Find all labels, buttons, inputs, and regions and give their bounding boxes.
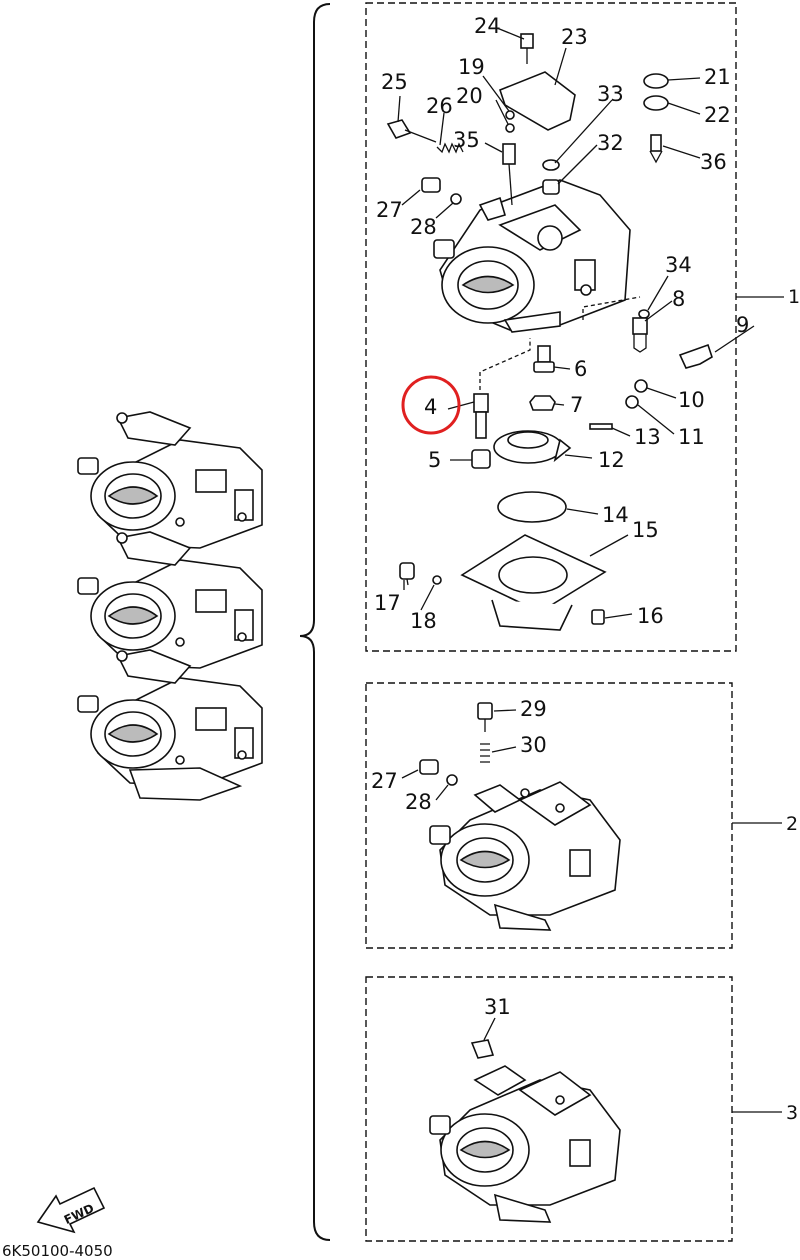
part-32-plug <box>542 179 560 195</box>
callout-34: 34 <box>665 253 692 277</box>
carburetor-group-2: 29 30 27 28 2 <box>371 697 798 931</box>
callout-20: 20 <box>456 84 483 108</box>
callout-32: 32 <box>597 131 624 155</box>
callout-26: 26 <box>426 94 453 118</box>
callout-19: 19 <box>458 55 485 79</box>
part-14-gasket <box>497 491 567 523</box>
callout-6: 6 <box>574 357 587 381</box>
group-bracket <box>299 3 331 1241</box>
group-box-2 <box>365 682 733 949</box>
callout-16: 16 <box>637 604 664 628</box>
part-31-cap <box>470 1039 495 1059</box>
callout-3: 3 <box>786 1102 798 1124</box>
fwd-arrow: FWD <box>36 1186 106 1234</box>
part-30-spring <box>480 743 490 763</box>
callout-4: 4 <box>424 395 437 419</box>
part-11-screw <box>625 395 639 409</box>
part-26-spring <box>436 142 464 154</box>
part-23-cover-plate <box>499 71 576 131</box>
callout-28-g2: 28 <box>405 790 432 814</box>
part-18-oring <box>432 575 442 585</box>
callout-25: 25 <box>381 70 408 94</box>
carburetor-stack-illustration <box>77 411 263 801</box>
part-25-pilot-screw <box>386 119 437 143</box>
callout-30: 30 <box>520 733 547 757</box>
callout-8: 8 <box>672 287 685 311</box>
callout-13: 13 <box>634 425 661 449</box>
part-4-emulsion-tube <box>473 393 489 439</box>
part-34-oring <box>638 309 650 319</box>
callout-27-main: 27 <box>376 198 403 222</box>
callout-24: 24 <box>474 14 501 38</box>
callout-17: 17 <box>374 591 401 615</box>
callout-28-main: 28 <box>410 215 437 239</box>
part-7-plug <box>529 395 556 411</box>
callout-2: 2 <box>786 813 798 835</box>
part-35-needle <box>502 143 516 206</box>
callout-23: 23 <box>561 25 588 49</box>
part-27-screw-g2 <box>419 759 439 775</box>
part-21-cap <box>643 73 669 89</box>
part-24-screw <box>520 33 534 64</box>
part-28-washer <box>450 193 462 205</box>
part-20-ring <box>505 123 515 133</box>
callout-31: 31 <box>484 995 511 1019</box>
part-12-float <box>493 430 572 464</box>
carburetor-group-3: 31 3 <box>429 995 798 1223</box>
part-22-cap <box>643 95 669 111</box>
part-19-ring <box>505 110 515 120</box>
callout-29: 29 <box>520 697 547 721</box>
callout-15: 15 <box>632 518 659 542</box>
callout-5: 5 <box>428 448 441 472</box>
part-5-main-jet-holder <box>471 449 491 469</box>
callout-35: 35 <box>453 128 480 152</box>
part-27-screw <box>421 177 441 193</box>
group-box-1 <box>365 2 737 652</box>
part-28-washer-g2 <box>446 774 458 786</box>
callout-12: 12 <box>598 448 625 472</box>
part-8-needle-valve <box>632 317 648 353</box>
part-9-clip <box>678 343 713 369</box>
callout-21: 21 <box>704 65 731 89</box>
highlight-circle-part-4 <box>401 375 461 435</box>
part-15-float-chamber <box>460 534 607 631</box>
part-16-screw <box>591 609 605 625</box>
group-box-3 <box>365 976 733 1242</box>
callout-18: 18 <box>410 609 437 633</box>
callout-14: 14 <box>602 503 629 527</box>
callout-11: 11 <box>678 425 705 449</box>
part-36-jet <box>649 134 663 164</box>
callout-1: 1 <box>788 286 800 308</box>
part-17-drain-screw <box>399 562 415 586</box>
callout-36: 36 <box>700 150 727 174</box>
callout-7: 7 <box>570 393 583 417</box>
callout-27-g2: 27 <box>371 769 398 793</box>
carburetor-main-body <box>433 179 631 333</box>
callout-labels-group-1: 24 23 19 20 21 22 33 25 26 35 32 36 27 2… <box>374 14 800 633</box>
part-29-screw <box>477 702 493 720</box>
callout-33: 33 <box>597 82 624 106</box>
callout-22: 22 <box>704 103 731 127</box>
callout-9: 9 <box>736 313 749 337</box>
callout-10: 10 <box>678 388 705 412</box>
diagram-code: 6K50100-4050 <box>2 1242 113 1260</box>
part-10-screw <box>634 379 648 393</box>
part-13-float-pin <box>589 423 613 430</box>
part-6-main-jet <box>533 345 555 373</box>
